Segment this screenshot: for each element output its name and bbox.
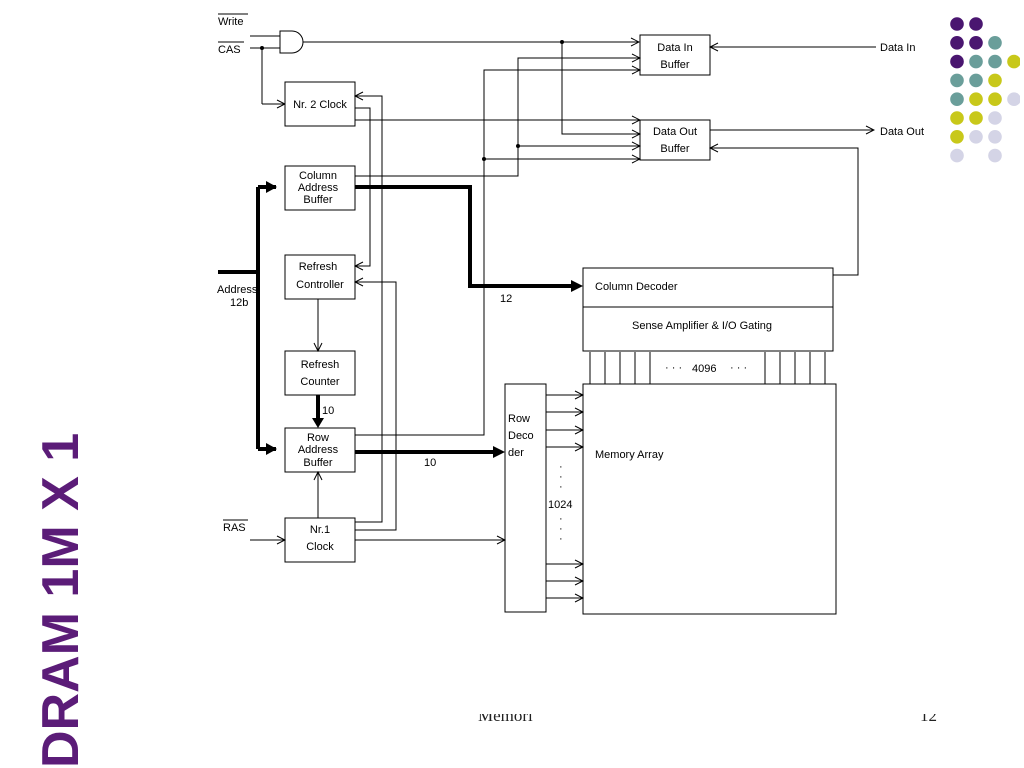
rows-vertical-dots-bot: ·	[559, 513, 563, 525]
data-out-buffer-label-2: Buffer	[660, 143, 689, 155]
decorative-dot	[950, 54, 964, 69]
refresh-controller-label-1: Refresh	[299, 261, 338, 273]
refresh-bits-label: 10	[322, 405, 334, 417]
decorative-dot	[950, 36, 964, 50]
decorative-dot	[950, 111, 964, 125]
memory-array-block	[582, 383, 837, 615]
column-decoder-block	[582, 267, 834, 308]
decorative-dot	[1007, 54, 1020, 69]
decorative-dot	[950, 73, 964, 88]
decorative-dot	[988, 148, 1002, 163]
and-gate	[279, 30, 304, 54]
decorative-dot	[969, 36, 983, 50]
row-decoder-block	[504, 383, 547, 613]
write-signal-label: Write	[218, 16, 243, 28]
row-address-buffer-label-3: Buffer	[303, 457, 332, 469]
address-label: Address	[217, 284, 258, 296]
decorative-dot	[988, 130, 1002, 144]
decorative-dot	[950, 148, 964, 163]
refresh-counter-block	[284, 350, 356, 396]
memory-array-label: Memory Array	[595, 449, 664, 461]
row-address-buffer-label-2: Address	[298, 444, 339, 456]
page-number: 12	[920, 706, 937, 725]
column-address-bus	[355, 185, 572, 288]
row-output-lines	[546, 395, 583, 598]
decorative-dot	[988, 36, 1002, 50]
decorative-dot	[988, 54, 1002, 69]
decorative-dot	[969, 111, 983, 125]
data-out-buffer-label-1: Data Out	[653, 126, 697, 138]
decorative-dot	[988, 111, 1002, 125]
decorative-dot	[988, 92, 1002, 106]
cas-signal-label: CAS	[218, 44, 241, 56]
sense-amplifier-block	[582, 306, 834, 352]
decorative-dot	[1007, 92, 1020, 106]
rows-vertical-dots-bot2: ·	[559, 523, 563, 535]
refresh-controller-block	[284, 254, 356, 300]
rows-vertical-dots-bot3: ·	[559, 533, 563, 545]
nr1-clock-label-1: Nr.1	[310, 524, 330, 536]
address-width-label: 12b	[230, 297, 248, 309]
row-address-buffer-block	[284, 427, 356, 473]
decorative-dot	[969, 17, 983, 31]
column-address-buffer-label-2: Address	[298, 182, 339, 194]
rows-count-label: 1024	[548, 499, 572, 511]
row-decoder-label-1: Row	[508, 413, 530, 425]
decorative-dot	[969, 73, 983, 88]
column-address-buffer-label-3: Buffer	[303, 194, 332, 206]
column-io-lines	[589, 352, 826, 384]
data-out-signal-label: Data Out	[880, 126, 924, 138]
footer-text: Memori	[478, 706, 533, 725]
row-address-buffer-label-1: Row	[307, 432, 329, 444]
column-address-buffer-block	[284, 165, 356, 211]
data-in-buffer-label-1: Data In	[657, 42, 692, 54]
data-in-signal-label: Data In	[880, 42, 915, 54]
data-out-buffer-block	[639, 119, 711, 161]
nr1-clock-label-2: Clock	[306, 541, 334, 553]
columns-count-label: 4096	[692, 363, 716, 375]
nr2-clock-label: Nr. 2 Clock	[293, 99, 347, 111]
refresh-counter-label-2: Counter	[300, 376, 339, 388]
refresh-controller-label-2: Controller	[296, 279, 344, 291]
column-decoder-label: Column Decoder	[595, 281, 678, 293]
decorative-dot	[969, 54, 983, 69]
column-address-buffer-label-1: Column	[299, 170, 337, 182]
decorative-dot	[950, 130, 964, 144]
rows-vertical-dots-top2: ·	[559, 471, 563, 483]
data-in-buffer-label-2: Buffer	[660, 59, 689, 71]
row-decoder-label-3: der	[508, 447, 524, 459]
nr2-clock-block	[284, 81, 356, 127]
columns-ellipsis-right: · · ·	[730, 362, 747, 374]
row-decoder-label-2: Deco	[508, 430, 534, 442]
sense-amplifier-label: Sense Amplifier & I/O Gating	[632, 320, 772, 332]
ras-signal-label: RAS	[223, 522, 246, 534]
refresh-counter-label-1: Refresh	[301, 359, 340, 371]
decorative-dot	[969, 92, 983, 106]
decorative-dot	[988, 73, 1002, 88]
decorative-dot	[950, 17, 964, 31]
row-bits-label: 10	[424, 457, 436, 469]
decorative-dot	[969, 130, 983, 144]
column-bits-label: 12	[500, 293, 512, 305]
columns-ellipsis-left: · · ·	[665, 362, 682, 374]
rows-vertical-dots-top3: ·	[559, 481, 563, 493]
decorative-dot-grid	[950, 17, 1020, 163]
decorative-dot	[950, 92, 964, 106]
rows-vertical-dots-top: ·	[559, 461, 563, 473]
